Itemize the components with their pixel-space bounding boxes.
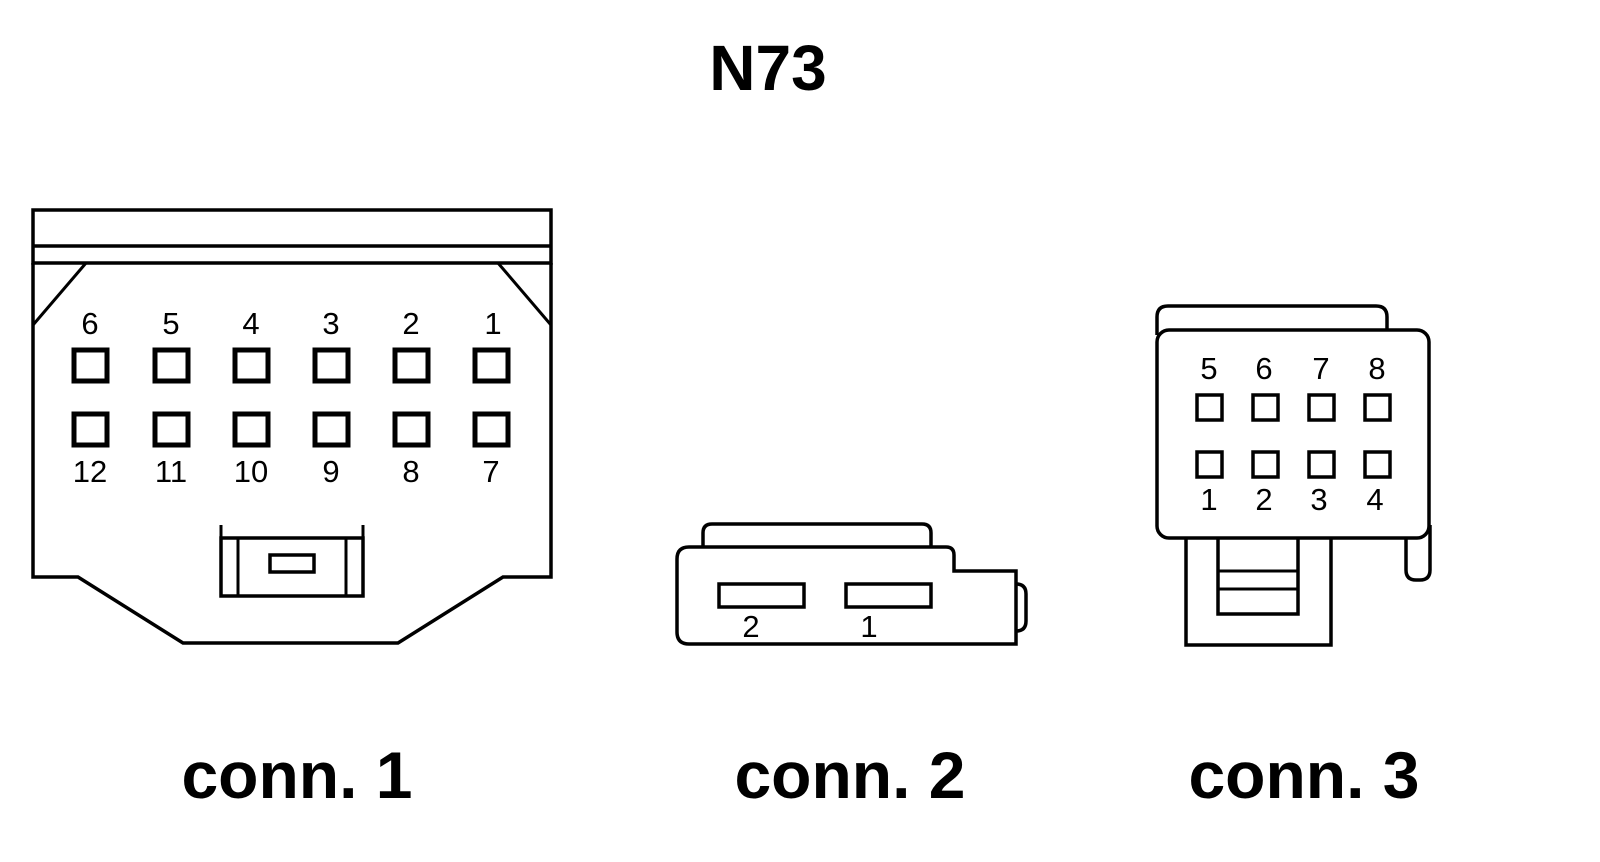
- conn1-cavity: [312, 411, 351, 448]
- conn1-cavity: [232, 347, 271, 384]
- conn1-pin-label: 2: [402, 306, 419, 341]
- connector-1-caption: conn. 1: [181, 738, 412, 812]
- conn3-pin-label: 8: [1368, 351, 1385, 386]
- conn2-pin-label: 1: [860, 609, 877, 644]
- conn1-pin-label: 10: [234, 454, 268, 489]
- conn1-cavity: [152, 347, 191, 384]
- conn1-pin-label: 5: [162, 306, 179, 341]
- conn3-cavity: [1251, 393, 1280, 422]
- connector-1: 6 5 4 3 2 1 12 11 10 9 8 7 conn. 1: [31, 208, 553, 812]
- conn3-cavity: [1195, 393, 1224, 422]
- conn1-pin-label: 12: [73, 454, 107, 489]
- conn3-cavity: [1307, 393, 1336, 422]
- conn3-pin-label: 3: [1310, 482, 1327, 517]
- conn1-cavity: [472, 347, 511, 384]
- conn1-pin-label: 8: [402, 454, 419, 489]
- connector-3-caption: conn. 3: [1188, 738, 1419, 812]
- conn3-pin-label: 6: [1255, 351, 1272, 386]
- conn2-cavity: [717, 582, 806, 609]
- conn3-pin-label: 7: [1312, 351, 1329, 386]
- conn1-cavity: [232, 411, 271, 448]
- conn1-pin-label: 7: [482, 454, 499, 489]
- conn3-cavity: [1195, 450, 1224, 479]
- conn1-pin-label: 9: [322, 454, 339, 489]
- diagram-title: N73: [709, 32, 826, 104]
- conn1-pin-label: 11: [155, 454, 187, 489]
- conn1-cavity: [472, 411, 511, 448]
- conn1-cavity: [71, 347, 110, 384]
- conn3-cavity: [1251, 450, 1280, 479]
- connector-2: 2 1 conn. 2: [675, 522, 1028, 812]
- conn2-pin-label: 2: [742, 609, 759, 644]
- conn1-cavity: [152, 411, 191, 448]
- conn1-cavity: [392, 347, 431, 384]
- conn1-pin-label: 1: [484, 306, 501, 341]
- conn1-pin-label: 4: [242, 306, 259, 341]
- connector-3: 5 6 7 8 1 2 3 4 conn. 3: [1155, 304, 1432, 812]
- conn1-cavity: [392, 411, 431, 448]
- conn3-pin-label: 2: [1255, 482, 1272, 517]
- conn3-cavity: [1307, 450, 1336, 479]
- conn1-pin-label: 6: [81, 306, 98, 341]
- conn3-pin-label: 5: [1200, 351, 1217, 386]
- conn1-cavity: [71, 411, 110, 448]
- connector-3-housing: [1155, 304, 1432, 647]
- connector-1-housing: [31, 208, 553, 645]
- conn3-cavity: [1363, 450, 1392, 479]
- conn3-cavity: [1363, 393, 1392, 422]
- conn2-cavity: [844, 582, 933, 609]
- connector-2-housing: [675, 522, 1028, 646]
- conn3-pin-label: 1: [1200, 482, 1217, 517]
- connector-2-caption: conn. 2: [734, 738, 965, 812]
- conn1-pin-label: 3: [322, 306, 339, 341]
- conn3-pin-label: 4: [1366, 482, 1383, 517]
- conn1-cavity: [312, 347, 351, 384]
